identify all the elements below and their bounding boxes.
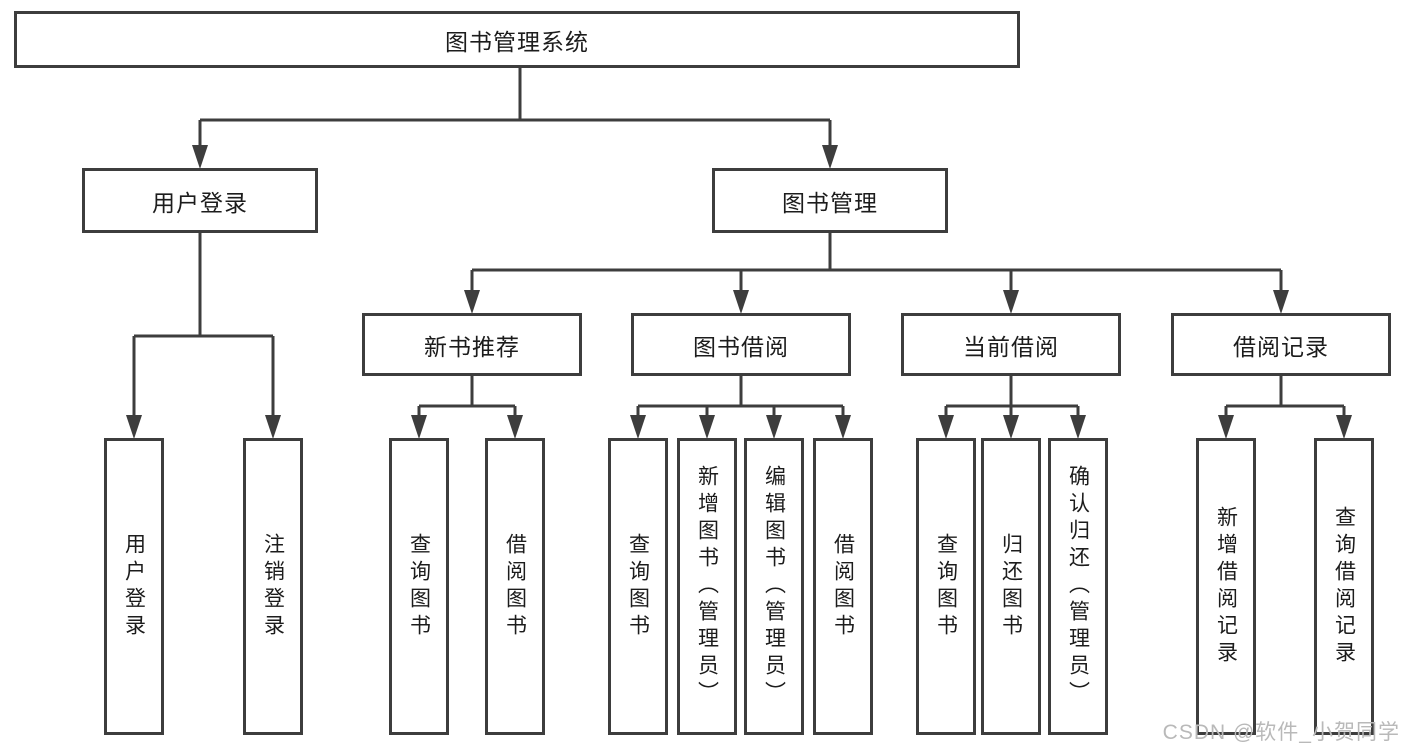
node-borrow-records: 借阅记录 xyxy=(1171,313,1391,376)
arrowhead xyxy=(1336,415,1352,439)
arrowhead xyxy=(1003,290,1019,314)
csdn-watermark: CSDN @软件_小贺同学 xyxy=(1162,721,1400,744)
connector-book-borrow-to-leaves xyxy=(636,376,845,420)
node-leaf-logout: 注销登录 xyxy=(243,438,303,735)
arrowhead xyxy=(411,415,427,439)
arrowhead xyxy=(1003,415,1019,439)
arrowhead xyxy=(630,415,646,439)
connector-current-borrow-to-leaves xyxy=(944,376,1080,420)
node-leaf-edit-books-admin: 编辑图书（管理员） xyxy=(744,438,804,735)
node-leaf-borrow-books-borrow: 借阅图书 xyxy=(813,438,873,735)
node-book-borrow: 图书借阅 xyxy=(631,313,851,376)
node-leaf-query-books-current: 查询图书 xyxy=(916,438,976,735)
arrowhead xyxy=(822,145,838,169)
node-leaf-confirm-return-admin: 确认归还（管理员） xyxy=(1048,438,1108,735)
connector-borrow-records-to-leaves xyxy=(1224,376,1346,420)
node-leaf-query-books-borrow: 查询图书 xyxy=(608,438,668,735)
connector-root-to-level2 xyxy=(198,68,832,150)
node-leaf-user-login: 用户登录 xyxy=(104,438,164,735)
node-current-borrow: 当前借阅 xyxy=(901,313,1121,376)
node-leaf-return-books: 归还图书 xyxy=(981,438,1041,735)
arrowhead xyxy=(1070,415,1086,439)
node-root-library-system: 图书管理系统 xyxy=(14,11,1020,68)
arrowhead xyxy=(126,415,142,439)
arrowhead xyxy=(835,415,851,439)
node-leaf-query-borrow-record: 查询借阅记录 xyxy=(1314,438,1374,735)
node-leaf-add-borrow-record: 新增借阅记录 xyxy=(1196,438,1256,735)
arrowhead xyxy=(733,290,749,314)
connector-user-login-to-leaves xyxy=(132,233,275,420)
arrowhead xyxy=(464,290,480,314)
arrowhead xyxy=(766,415,782,439)
connector-book-mgmt-to-level3 xyxy=(470,233,1283,294)
node-leaf-borrow-books-recommend: 借阅图书 xyxy=(485,438,545,735)
node-leaf-add-books-admin: 新增图书（管理员） xyxy=(677,438,737,735)
node-book-management: 图书管理 xyxy=(712,168,948,233)
arrowhead xyxy=(192,145,208,169)
arrowhead xyxy=(938,415,954,439)
arrowhead xyxy=(1273,290,1289,314)
arrowhead xyxy=(507,415,523,439)
arrowhead xyxy=(265,415,281,439)
arrowheads xyxy=(126,145,1352,439)
node-user-login: 用户登录 xyxy=(82,168,318,233)
node-leaf-query-books-recommend: 查询图书 xyxy=(389,438,449,735)
connector-new-book-rec-to-leaves xyxy=(417,376,517,420)
arrowhead xyxy=(699,415,715,439)
node-new-book-recommend: 新书推荐 xyxy=(362,313,582,376)
arrowhead xyxy=(1218,415,1234,439)
